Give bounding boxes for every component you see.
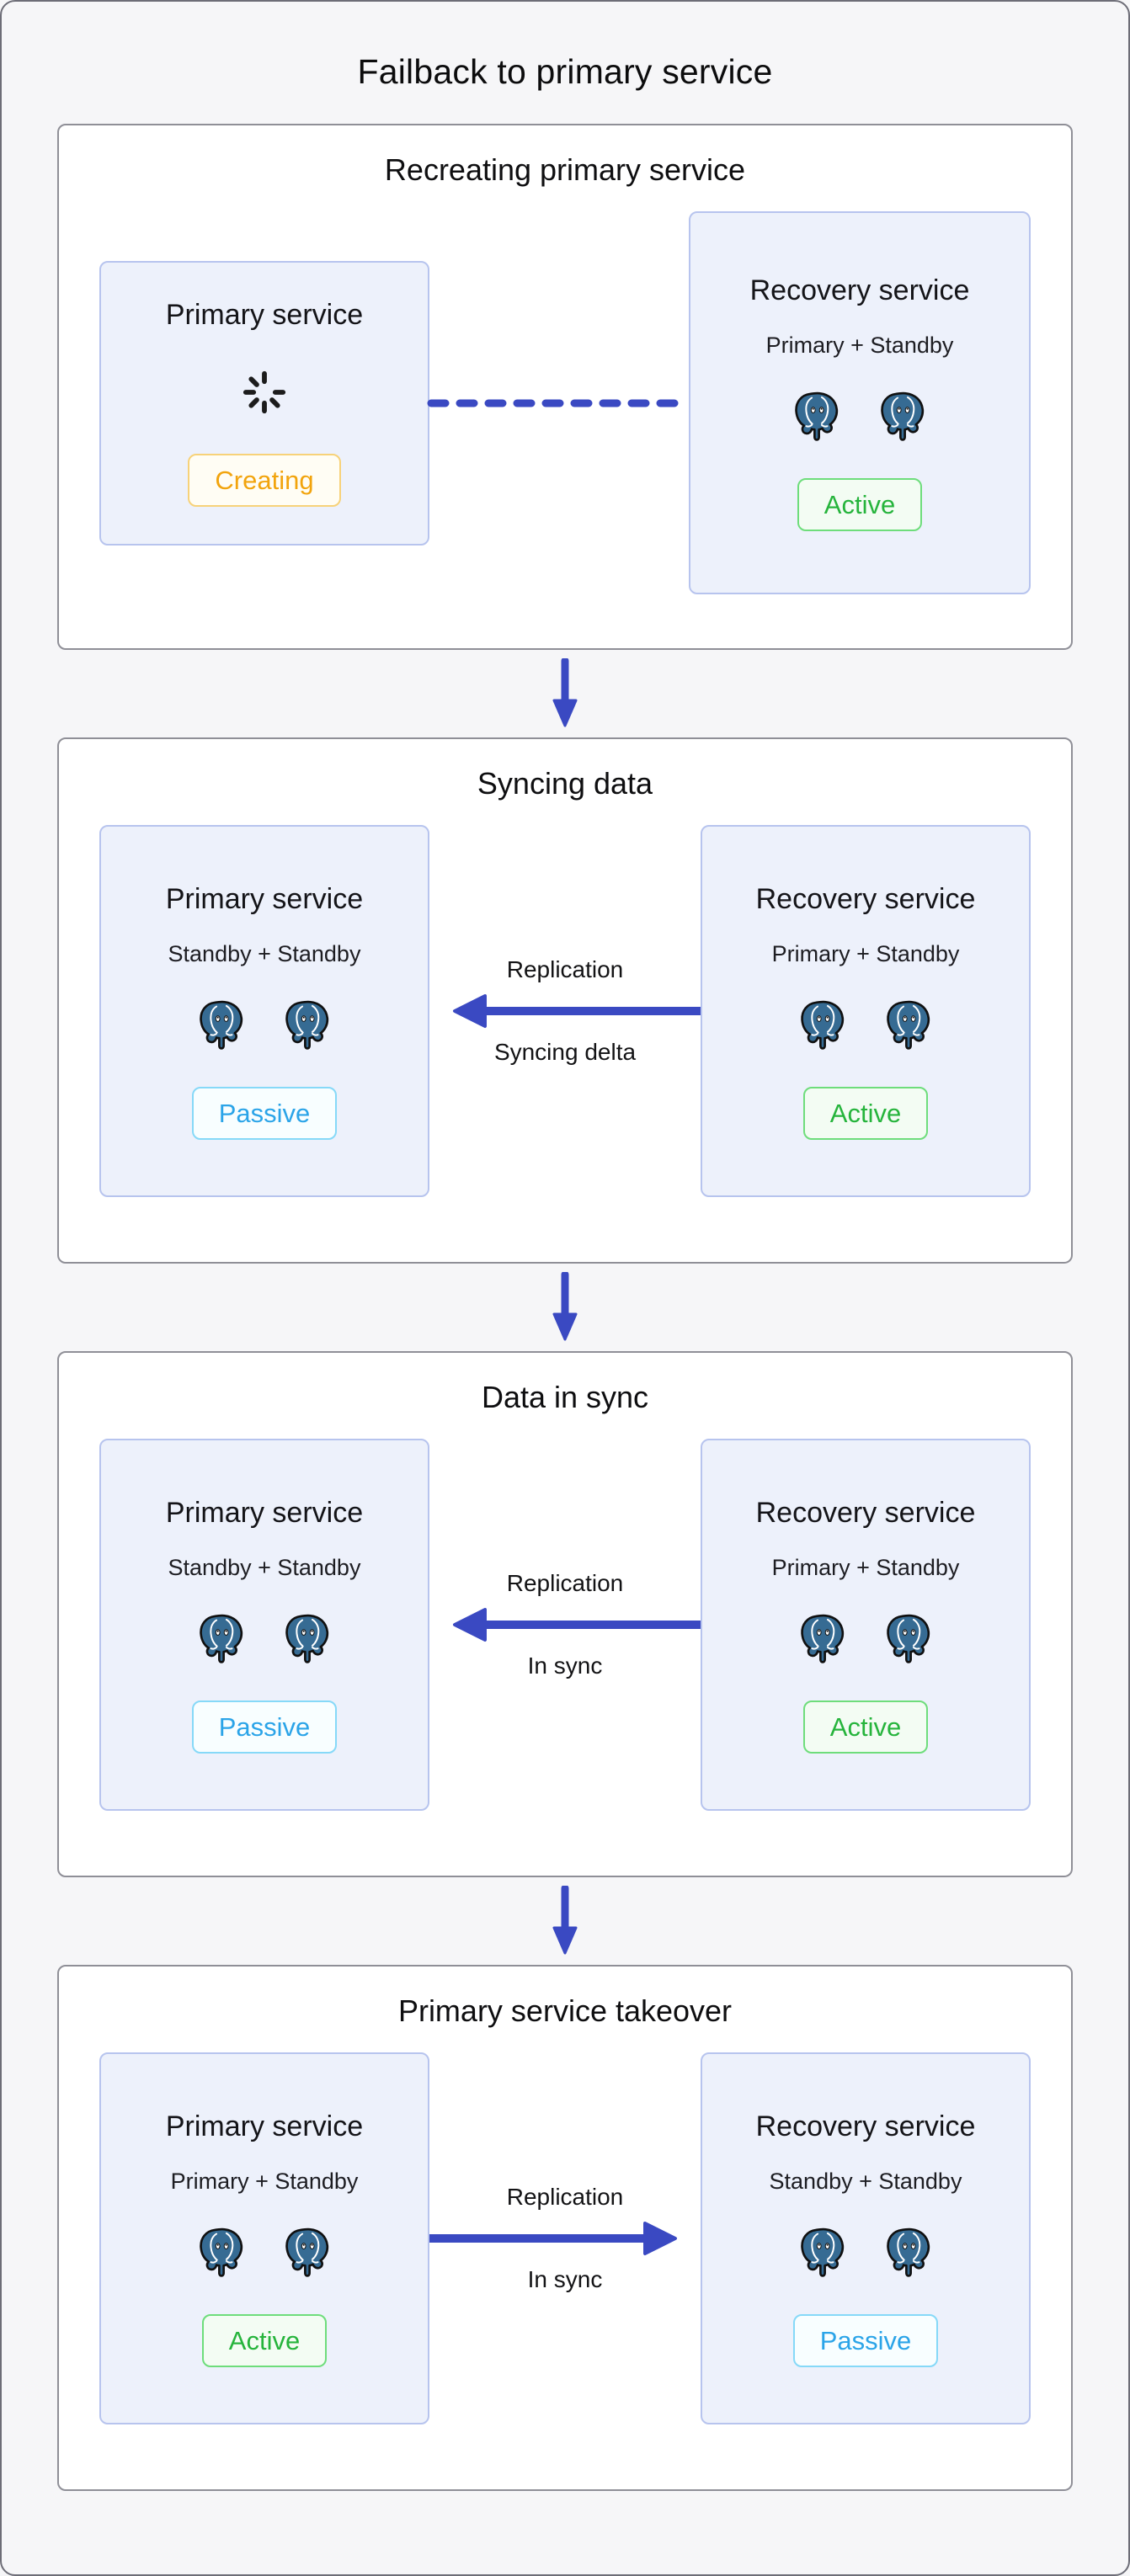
service-title: Recovery service [755, 882, 976, 915]
stage-panel-data-in-sync: Data in sync Primary service Standby + S… [57, 1351, 1073, 1877]
primary-service-box: Primary service Standby + Standby Passiv… [99, 1439, 429, 1811]
recovery-service-box: Recovery service Primary + Standby Activ… [701, 825, 1031, 1197]
service-title: Primary service [165, 299, 364, 331]
stage-connector [2, 1877, 1128, 1965]
stage-panel-takeover: Primary service takeover Primary service… [57, 1965, 1073, 2491]
postgres-elephant-icon [193, 2225, 250, 2281]
postgres-elephant-icon [279, 2225, 336, 2281]
stage-title: Syncing data [477, 766, 653, 801]
status-badge: Passive [191, 1700, 338, 1754]
recovery-service-box: Recovery service Primary + Standby Activ… [689, 211, 1031, 594]
database-icons [794, 2225, 937, 2281]
status-badge: Active [802, 1086, 929, 1140]
recovery-service-box: Recovery service Primary + Standby Activ… [701, 1439, 1031, 1811]
service-title: Primary service [165, 1496, 364, 1529]
dashed-link-line-icon [426, 397, 692, 409]
stage-title: Primary service takeover [397, 1993, 733, 2028]
postgres-elephant-icon [794, 1611, 851, 1667]
database-icons [794, 998, 937, 1053]
postgres-elephant-icon [880, 998, 937, 1053]
postgres-elephant-icon [874, 389, 931, 444]
connector-label-bottom: In sync [527, 2266, 603, 2292]
primary-service-box: Primary service Primary + Standby Active [99, 2052, 429, 2424]
service-title: Recovery service [755, 1496, 976, 1529]
status-badge: Active [201, 2313, 328, 2367]
down-arrow-icon [552, 1272, 578, 1343]
database-icons [193, 1611, 336, 1667]
postgres-elephant-icon [193, 998, 250, 1053]
status-badge: Passive [191, 1086, 338, 1140]
status-badge: Active [797, 478, 923, 531]
database-icons [788, 389, 931, 444]
service-subtitle: Standby + Standby [168, 940, 361, 966]
service-subtitle: Primary + Standby [771, 1554, 960, 1580]
stage-panel-recreating: Recreating primary service Primary servi… [57, 124, 1073, 650]
status-badge: Creating [188, 454, 341, 507]
stage-title: Recreating primary service [384, 152, 746, 187]
postgres-elephant-icon [880, 2225, 937, 2281]
connector-replication: Replication In sync [429, 1570, 701, 1679]
service-subtitle: Primary + Standby [765, 333, 954, 358]
connector-label-top: Replication [506, 956, 624, 982]
database-icons [193, 998, 336, 1053]
connector-label-bottom: In sync [527, 1653, 603, 1679]
connector-replication: Replication In sync [429, 2184, 701, 2293]
postgres-elephant-icon [279, 1611, 336, 1667]
down-arrow-icon [552, 658, 578, 729]
stage-panel-syncing-data: Syncing data Primary service Standby + S… [57, 737, 1073, 1264]
postgres-elephant-icon [279, 998, 336, 1053]
right-arrow-icon [426, 2219, 704, 2258]
connector-label-top: Replication [506, 1570, 624, 1596]
left-arrow-icon [426, 992, 704, 1030]
primary-service-box: Primary service Creating [99, 260, 429, 546]
connector-replication: Replication Syncing delta [429, 956, 701, 1066]
service-title: Primary service [165, 2110, 364, 2142]
down-arrow-icon [552, 1886, 578, 1956]
primary-service-box: Primary service Standby + Standby Passiv… [99, 825, 429, 1197]
loading-spinner-icon [241, 369, 288, 420]
connector-dashed [429, 397, 689, 409]
service-subtitle: Standby + Standby [769, 2168, 962, 2194]
service-title: Recovery service [749, 274, 970, 306]
postgres-elephant-icon [193, 1611, 250, 1667]
service-title: Recovery service [755, 2110, 976, 2142]
service-subtitle: Standby + Standby [168, 1554, 361, 1580]
stage-connector [2, 1264, 1128, 1351]
database-icons [794, 1611, 937, 1667]
page-title: Failback to primary service [357, 52, 773, 91]
status-badge: Active [802, 1700, 929, 1754]
connector-label-top: Replication [506, 2184, 624, 2210]
stage-connector [2, 650, 1128, 737]
postgres-elephant-icon [794, 2225, 851, 2281]
postgres-elephant-icon [794, 998, 851, 1053]
left-arrow-icon [426, 1605, 704, 1644]
service-subtitle: Primary + Standby [771, 940, 960, 966]
postgres-elephant-icon [788, 389, 845, 444]
service-subtitle: Primary + Standby [170, 2168, 359, 2194]
connector-label-bottom: Syncing delta [493, 1039, 637, 1065]
stage-title: Data in sync [481, 1380, 649, 1414]
database-icons [193, 2225, 336, 2281]
postgres-elephant-icon [880, 1611, 937, 1667]
service-title: Primary service [165, 882, 364, 915]
status-badge: Passive [792, 2313, 939, 2367]
recovery-service-box: Recovery service Standby + Standby Passi… [701, 2052, 1031, 2424]
